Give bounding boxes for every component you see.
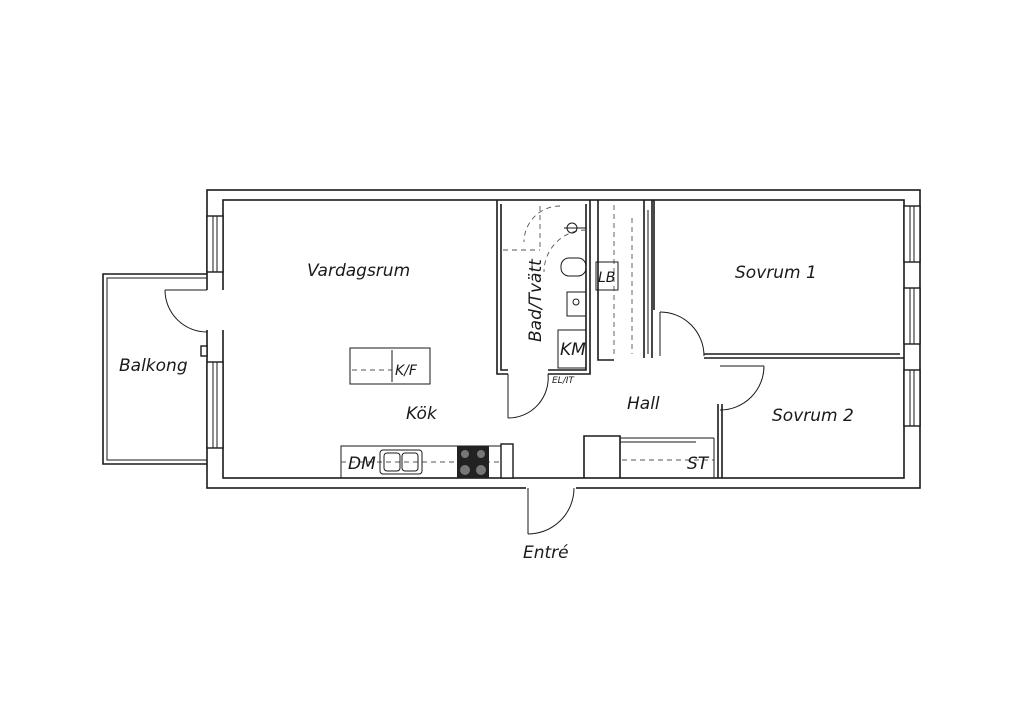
windows-left xyxy=(200,215,224,449)
entry-partition xyxy=(500,443,514,479)
bathroom-fixtures xyxy=(503,205,587,369)
label-elit: EL/IT xyxy=(552,376,575,386)
bedroom1-walls xyxy=(643,200,904,359)
bedroom1-door xyxy=(659,311,705,357)
label-entre: Entré xyxy=(523,543,569,563)
label-kf: K/F xyxy=(395,363,418,379)
label-balkong: Balkong xyxy=(119,356,188,376)
label-hall: Hall xyxy=(627,394,660,414)
label-km: KM xyxy=(560,340,586,360)
bedroom2-door xyxy=(719,365,765,411)
label-kok: Kök xyxy=(406,404,438,424)
closet-column xyxy=(595,200,633,361)
label-bad: Bad/Tvätt xyxy=(526,258,546,342)
windows-right xyxy=(903,205,921,427)
bathroom-walls xyxy=(496,200,591,375)
label-lb: LB xyxy=(598,270,615,286)
balcony xyxy=(102,273,207,465)
hall-storage xyxy=(583,435,715,478)
label-dm: DM xyxy=(348,454,376,474)
label-sovrum2: Sovrum 2 xyxy=(772,406,854,426)
label-vardagsrum: Vardagsrum xyxy=(307,261,410,281)
bathroom-door xyxy=(507,373,549,419)
outer-walls xyxy=(206,189,921,489)
balcony-door xyxy=(164,289,225,333)
label-st: ST xyxy=(687,454,710,474)
kitchen-island xyxy=(349,347,431,385)
label-sovrum1: Sovrum 1 xyxy=(735,263,817,283)
bedroom2-walls xyxy=(717,404,723,478)
kitchen-counter xyxy=(340,445,502,479)
entrance-door xyxy=(526,484,576,535)
